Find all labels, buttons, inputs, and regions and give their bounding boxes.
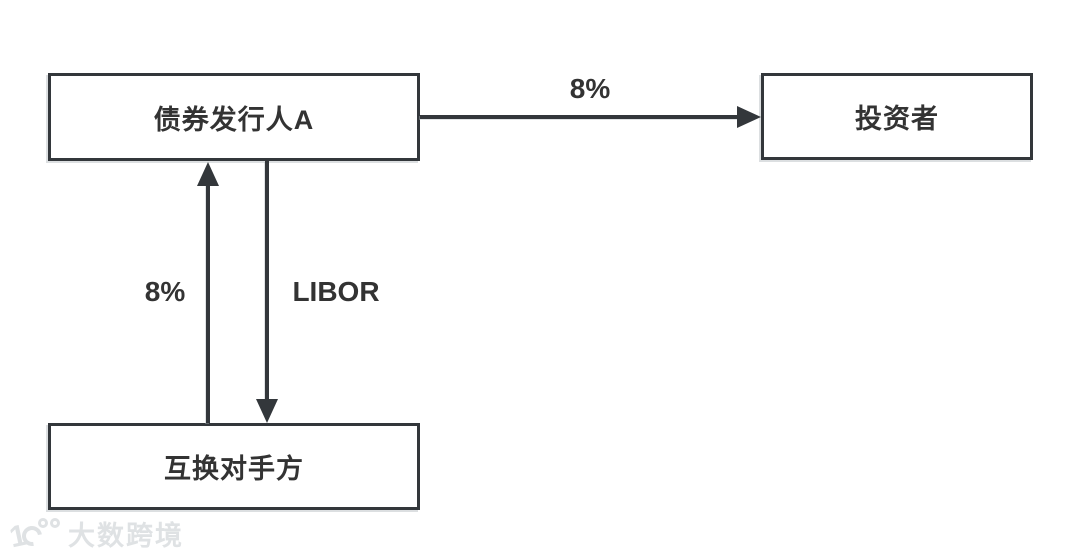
watermark: 1 大数跨境: [7, 514, 184, 554]
dashu-100-logo-icon: 1: [7, 516, 60, 554]
logo-dot-1: [38, 517, 48, 528]
node-bond-issuer-label: 债券发行人A: [153, 104, 315, 135]
node-swap-counterparty: 互换对手方: [48, 423, 420, 510]
edge-swap-to-issuer-label: 8%: [144, 276, 186, 307]
logo-dot-2: [50, 517, 60, 528]
node-investor-label: 投资者: [855, 104, 939, 134]
node-investor: 投资者: [761, 73, 1033, 160]
edge-issuer-to-swap-label: LIBOR: [292, 276, 380, 307]
edge-swap-to-issuer-line: [206, 184, 210, 423]
node-bond-issuer: 债券发行人A: [48, 73, 420, 161]
node-swap-counterparty-label: 互换对手方: [164, 454, 304, 484]
arrow-down-icon: [256, 399, 278, 423]
arrow-up-icon: [197, 162, 219, 186]
arrow-right-icon: [737, 106, 761, 128]
edge-issuer-to-investor-line: [420, 115, 739, 119]
edge-issuer-to-swap-line: [265, 161, 269, 401]
watermark-text: 大数跨境: [68, 521, 184, 551]
edge-issuer-to-investor-label: 8%: [569, 73, 611, 104]
